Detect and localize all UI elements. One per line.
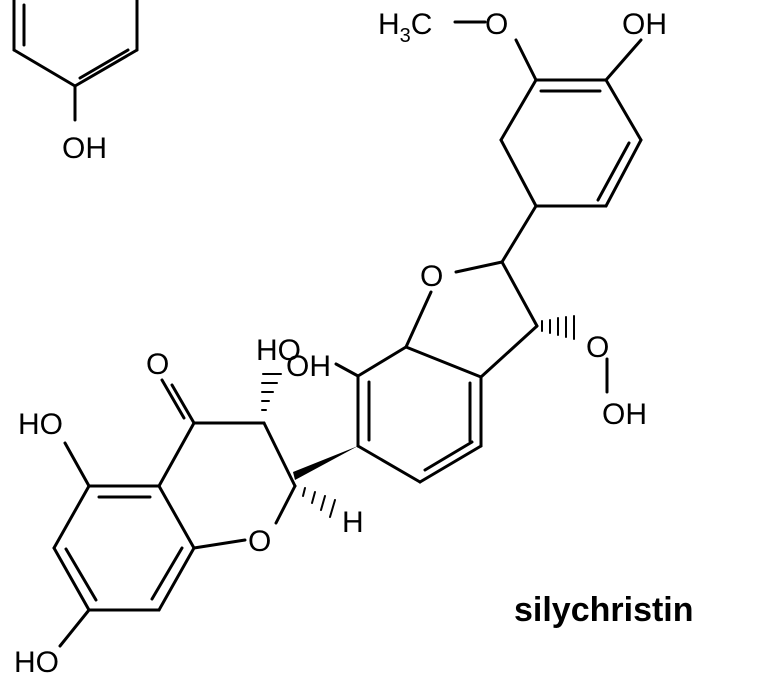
hashed-wedge-peroxy xyxy=(541,315,575,340)
methyl-h-label: H3C xyxy=(378,8,432,47)
solid-wedge-bond xyxy=(293,446,358,480)
furan-oxygen-label: O xyxy=(420,260,443,293)
ketone-oxygen-label: O xyxy=(146,348,169,381)
hydroxyl-top-left-label: OH xyxy=(62,132,107,165)
ring-oxygen-label: O xyxy=(248,525,271,558)
peroxy-hydroxyl-label: OH xyxy=(602,398,647,431)
chromanone-ring xyxy=(157,378,297,550)
stereo-hydrogen-label: H xyxy=(342,506,364,539)
hydroxyl-mid-label: OH xyxy=(286,350,331,383)
methoxy-oxygen-label: O xyxy=(485,8,508,41)
top-left-phenol-ring xyxy=(12,0,139,122)
central-benzene-ring xyxy=(334,345,483,484)
peroxy-oxygen-label: O xyxy=(586,331,609,364)
dihydrobenzofuran-ring xyxy=(404,260,539,379)
hydroxyl-bottom-label: HO xyxy=(14,646,59,676)
resorcinol-ring xyxy=(52,441,196,648)
hydroxyl-mid-left-label: HO xyxy=(256,334,301,367)
hashed-wedge-oh xyxy=(261,373,282,411)
hydroxyl-left-label: HO xyxy=(18,408,63,441)
compound-name-caption: silychristin xyxy=(514,591,694,629)
hashed-wedge-h xyxy=(302,487,336,518)
guaiacyl-ring xyxy=(453,20,643,264)
hydroxyl-top-right-label: OH xyxy=(622,8,667,41)
